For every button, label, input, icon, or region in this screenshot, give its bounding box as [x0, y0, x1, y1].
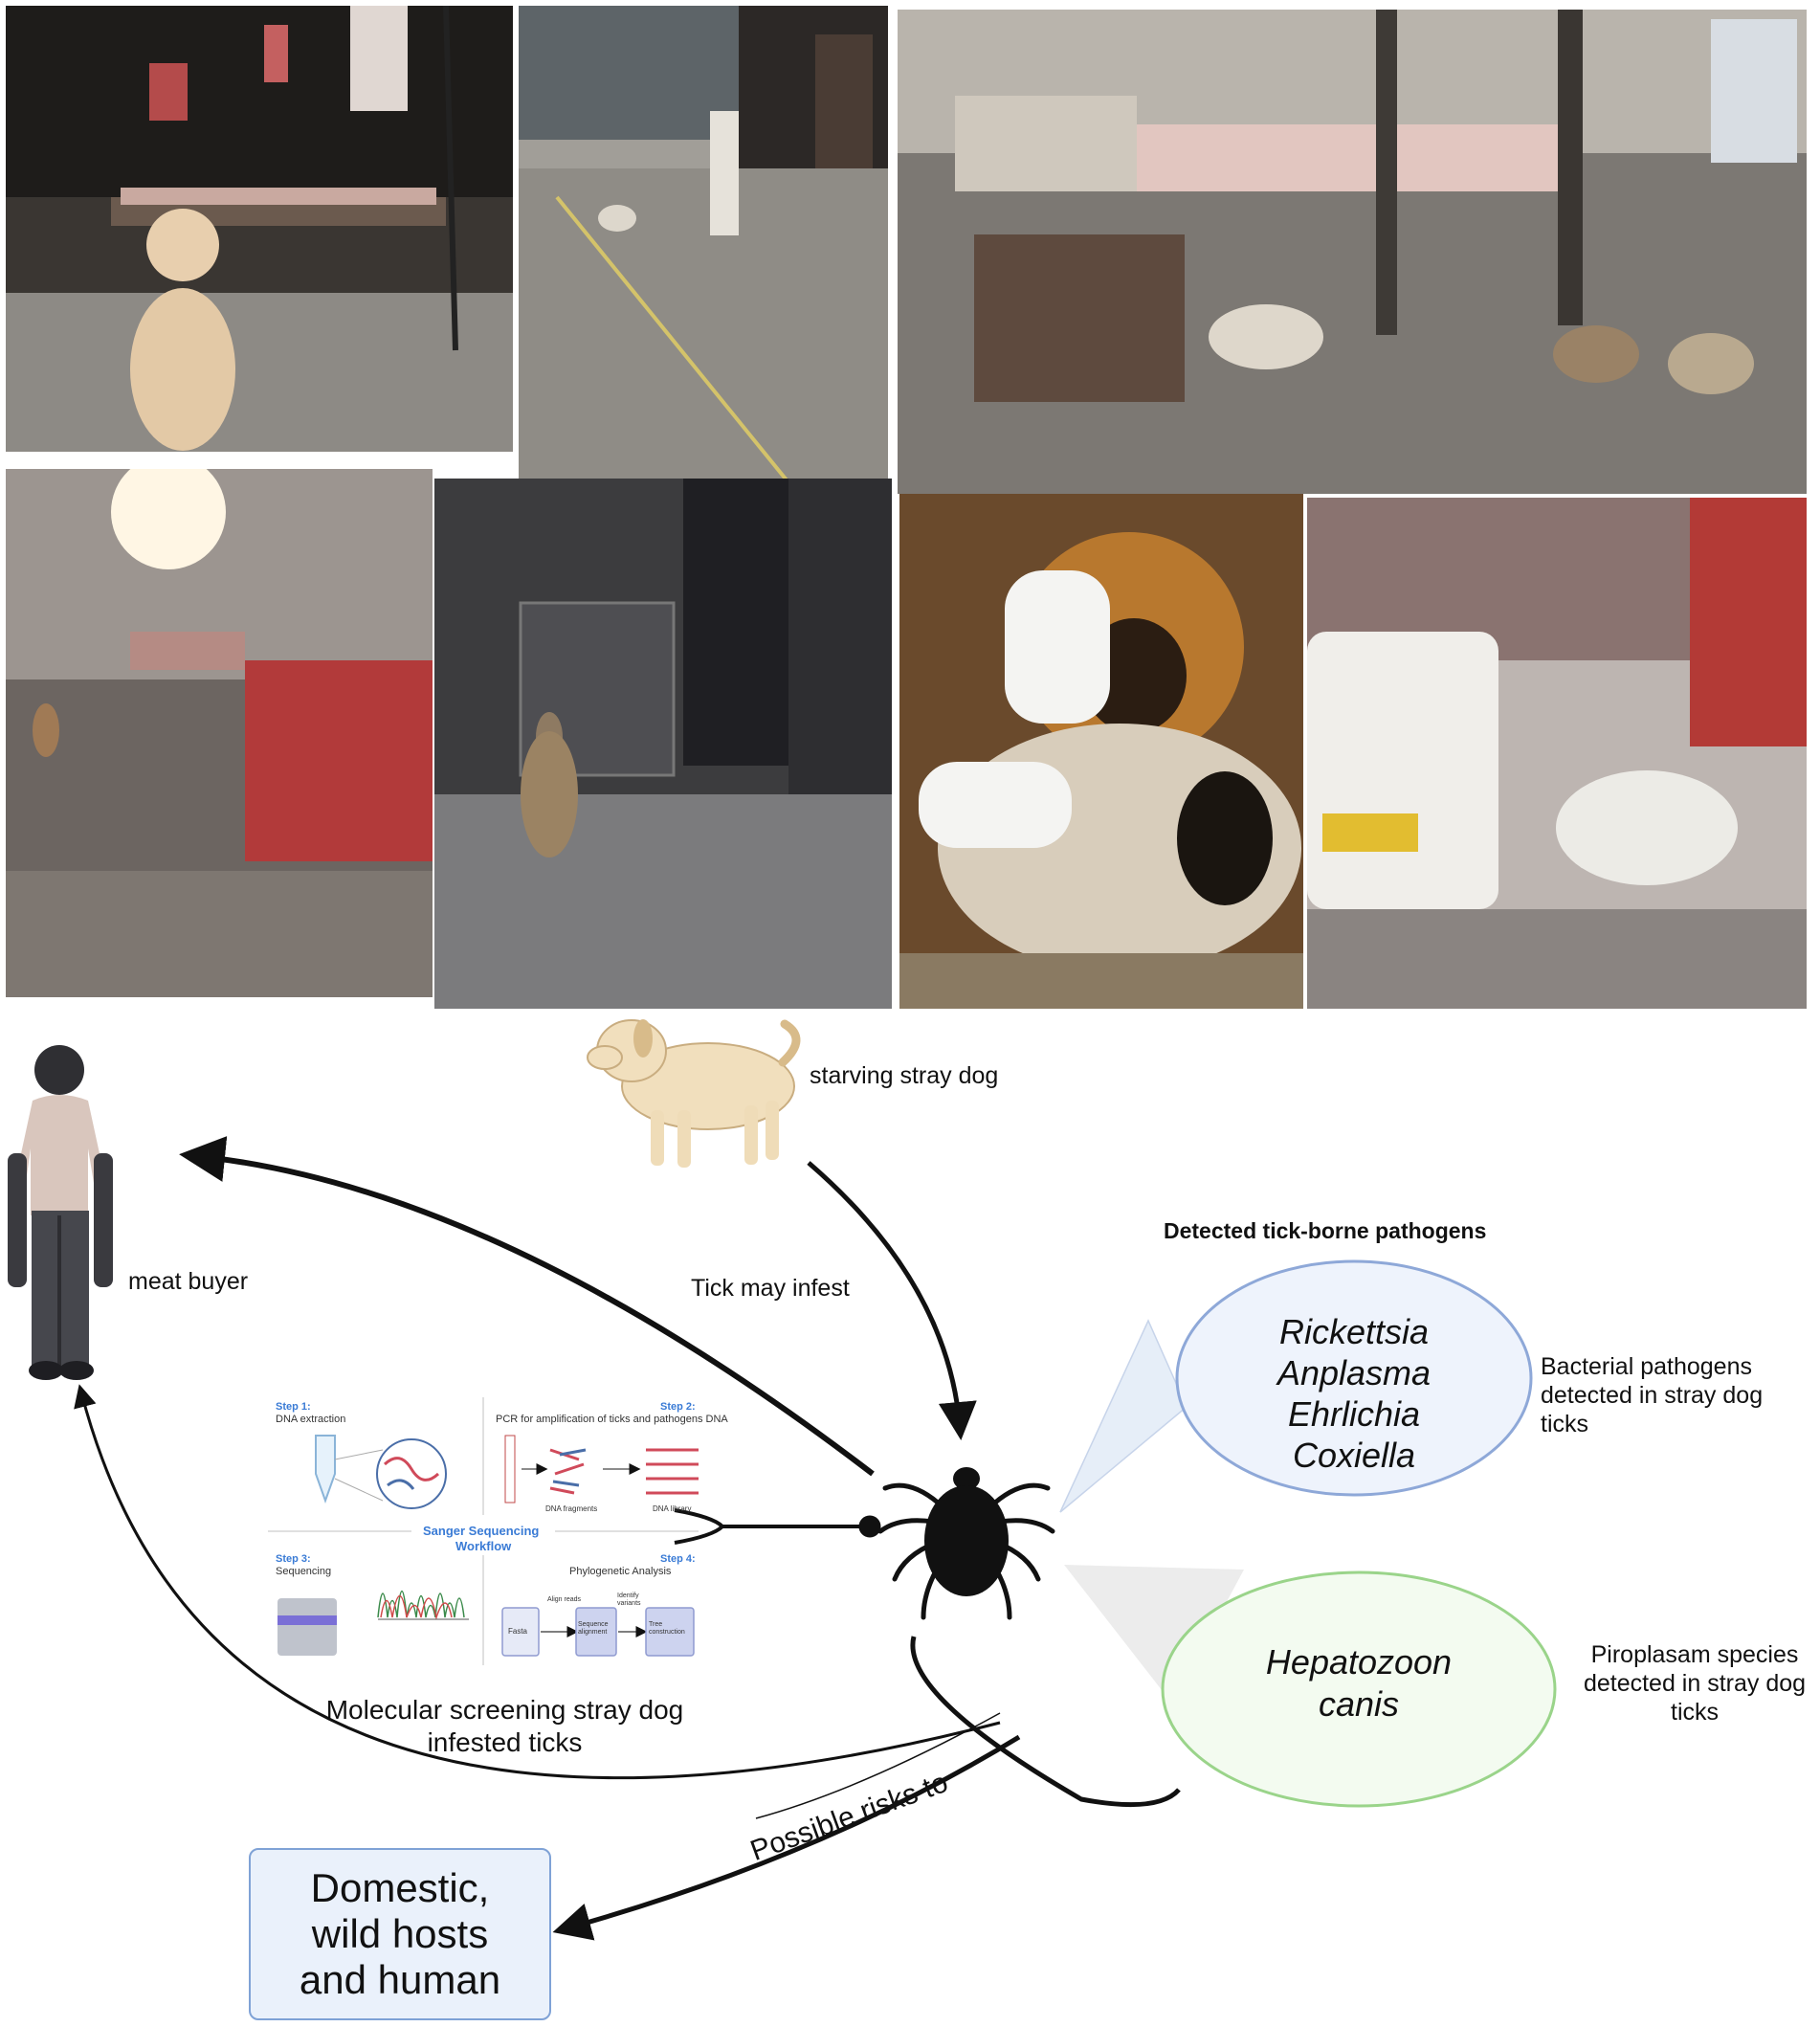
detected-pathogens-heading: Detected tick-borne pathogens: [1164, 1218, 1487, 1243]
workflow-step1-text: DNA extraction: [276, 1414, 346, 1425]
human-icon: [8, 1045, 113, 1380]
tick-may-infest-label: Tick may infest: [691, 1275, 850, 1302]
bacterial-pathogen-list: Rickettsia Anplasma Ehrlichia Coxiella: [1225, 1311, 1483, 1476]
workflow-identify-variants: Identify variants: [617, 1593, 641, 1607]
arrow-to-buyer-left: [74, 1384, 1001, 1780]
workflow-tree-construction: Tree construction: [649, 1621, 685, 1636]
bacterial-callout-wedge: [1059, 1319, 1187, 1513]
starving-dog-label: starving stray dog: [810, 1062, 999, 1089]
workflow-step4-label: Step 4:: [660, 1553, 696, 1565]
photo-dogs-in-market: [898, 10, 1807, 494]
bacterial-pathogens-oval: [1175, 1259, 1533, 1497]
arrow-possible-risks: [552, 1734, 1021, 1941]
workflow-title-line2: Workflow: [455, 1539, 512, 1553]
risk-hosts-box: Domestic, wild hosts and human: [249, 1848, 551, 2020]
tick-icon: [877, 1467, 1055, 1620]
pathogen-ehrlichia: Ehrlichia: [1287, 1394, 1421, 1434]
workflow-step4-text: Phylogenetic Analysis: [569, 1566, 672, 1577]
sequencing-workflow-panel: [268, 1397, 699, 1665]
tube-icon: [315, 1435, 336, 1504]
workflow-align-reads: Align reads: [547, 1596, 582, 1603]
workflow-sequence-alignment: Sequence alignment: [578, 1621, 609, 1636]
photo-dog-at-night-stall: [434, 479, 892, 1009]
pathogen-coxiella: Coxiella: [1292, 1436, 1416, 1475]
risk-box-label: Domestic, wild hosts and human: [299, 1865, 501, 2002]
pathogen-canis: canis: [1318, 1684, 1400, 1724]
sequencer-icon: [277, 1598, 337, 1656]
workflow-step3-text: Sequencing: [276, 1566, 332, 1577]
pathogen-hepatozoon: Hepatozoon: [1265, 1642, 1453, 1682]
workflow-step2-text: PCR for amplification of ticks and patho…: [496, 1414, 728, 1425]
piroplasm-pathogen-list: Hepatozoon canis: [1215, 1641, 1502, 1726]
stray-dog-icon: [587, 1019, 801, 1168]
piroplasm-note: Piroplasam species detected in stray dog…: [1583, 1641, 1807, 1726]
photo-dog-by-red-stall: [6, 469, 433, 997]
workflow-step3-label: Step 3:: [276, 1553, 311, 1565]
piroplasm-callout-wedge: [1064, 1565, 1244, 1704]
photo-dog-by-car: [1307, 498, 1807, 1009]
pathogen-anaplasma: Anplasma: [1276, 1353, 1432, 1392]
bacterial-note: Bacterial pathogens detected in stray do…: [1541, 1353, 1764, 1437]
workflow-step1-label: Step 1:: [276, 1401, 311, 1413]
workflow-step2-label: Step 2:: [660, 1401, 696, 1413]
pathogen-rickettsia: Rickettsia: [1278, 1312, 1430, 1351]
photo-dog-at-meat-stall: [6, 6, 513, 452]
workflow-title-line1: Sanger Sequencing: [423, 1524, 540, 1538]
dna-circle-icon: [376, 1438, 447, 1509]
piroplasm-pathogens-oval: [1161, 1570, 1557, 1808]
molecular-screening-label: Molecular screening stray dog infested t…: [325, 1695, 684, 1757]
photo-street-dog: [519, 6, 888, 492]
workflow-dna-fragments: DNA fragments: [545, 1504, 598, 1513]
connection-lines: [74, 1136, 1181, 1941]
arrow-tick-to-buyer: [179, 1136, 875, 1477]
workflow-fasta: Fasta: [508, 1627, 528, 1636]
photo-tick-collection: [899, 494, 1303, 1009]
workflow-dna-library: DNA library: [653, 1504, 692, 1513]
meat-buyer-label: meat buyer: [128, 1268, 249, 1295]
arrow-dog-to-tick: [807, 1161, 977, 1440]
